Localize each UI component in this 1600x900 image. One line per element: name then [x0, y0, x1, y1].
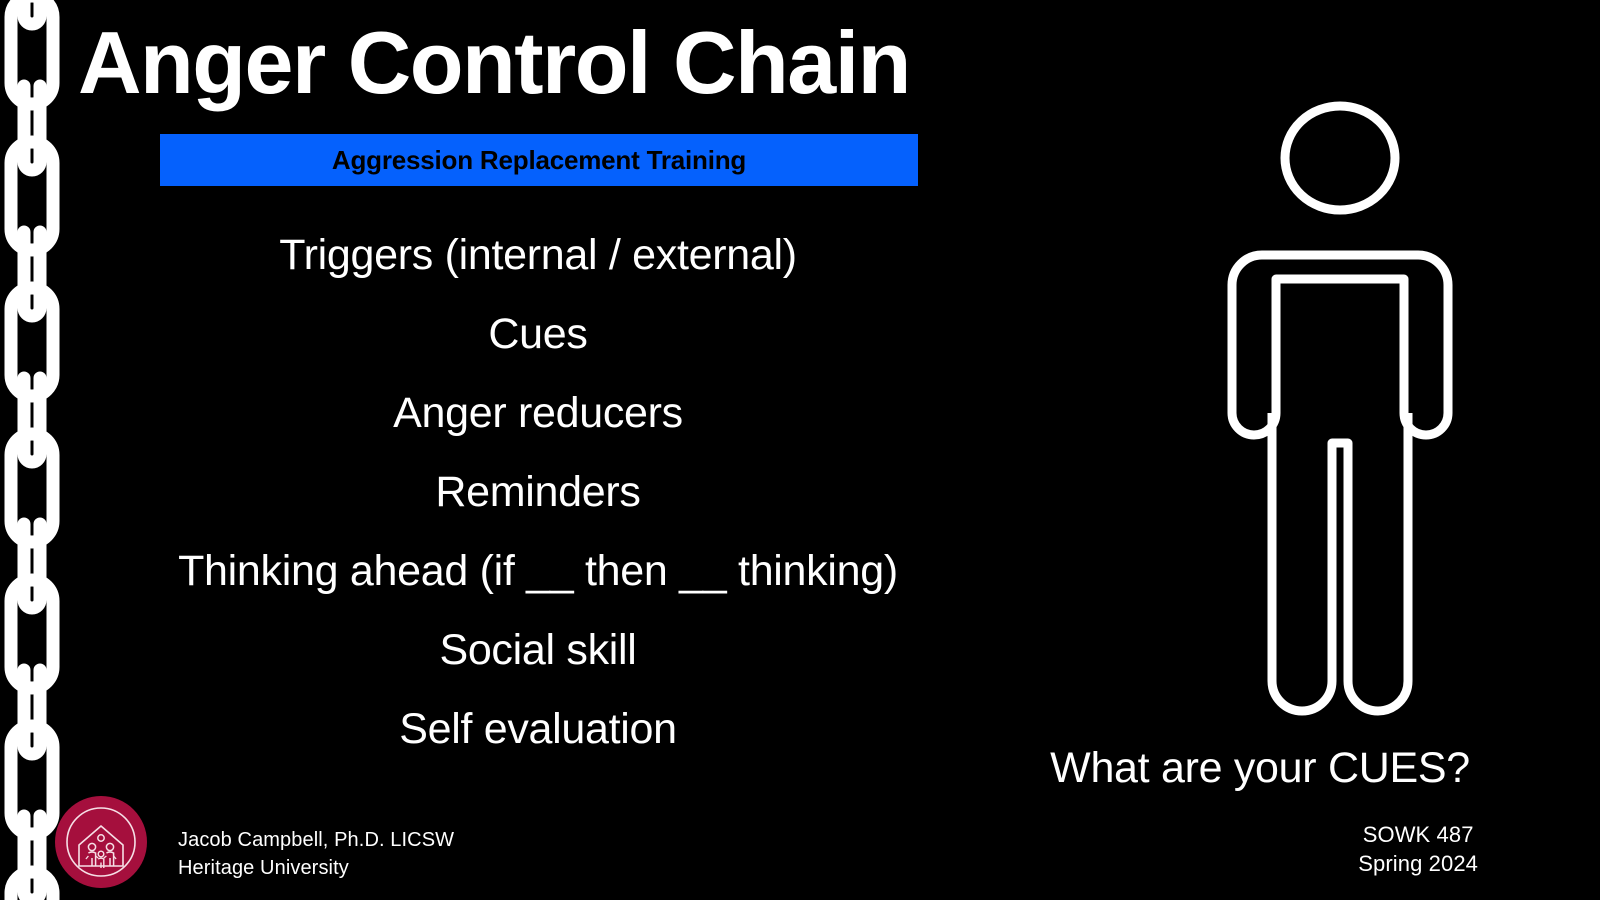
heritage-university-logo-icon: [55, 796, 147, 888]
chain-step-item: Cues: [488, 310, 588, 358]
page-title: Anger Control Chain: [78, 13, 911, 112]
standing-person-icon: [1227, 101, 1453, 716]
course-code: SOWK 487: [1362, 822, 1474, 847]
chain-step-item: Thinking ahead (if __ then __ thinking): [178, 547, 898, 595]
subtitle-banner: Aggression Replacement Training: [160, 134, 918, 186]
course-info: SOWK 487 Spring 2024: [1358, 820, 1478, 878]
presenter-affiliation: Heritage University: [178, 857, 349, 880]
presenter-credit: Jacob Campbell, Ph.D. LICSW Heritage Uni…: [178, 826, 454, 883]
cues-question-text: What are your CUES?: [1050, 744, 1470, 792]
chain-step-item: Reminders: [435, 468, 641, 516]
chain-step-item: Triggers (internal / external): [279, 231, 797, 279]
chain-step-item: Social skill: [439, 626, 637, 674]
subtitle-banner-label: Aggression Replacement Training: [331, 144, 747, 175]
presenter-name: Jacob Campbell, Ph.D. LICSW: [178, 829, 455, 851]
chain-step-item: Self evaluation: [399, 705, 677, 753]
course-term: Spring 2024: [1358, 851, 1478, 877]
anger-control-chain-steps: Triggers (internal / external) Cues Ange…: [38, 216, 1038, 769]
chain-step-item: Anger reducers: [393, 389, 683, 437]
